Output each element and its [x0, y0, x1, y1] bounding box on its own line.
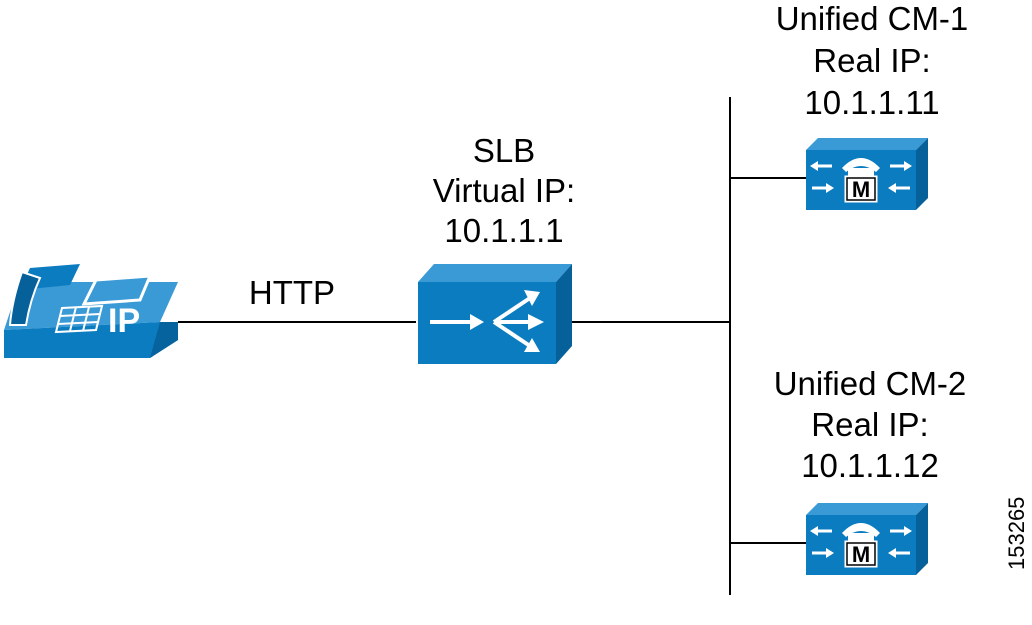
slb-name-label: SLB	[473, 132, 535, 169]
cm1-ip-address: 10.1.1.11	[804, 84, 939, 121]
slb-vip-address: 10.1.1.1	[444, 212, 563, 249]
slb-vip-caption: Virtual IP:	[433, 172, 575, 209]
call-manager-icon-2: M	[806, 503, 928, 575]
cm2-name-label: Unified CM-2	[774, 365, 967, 402]
load-balancer-icon	[418, 264, 572, 364]
cm2-ip-caption: Real IP:	[811, 406, 928, 443]
phone-badge: IP	[108, 302, 140, 340]
cm1-ip-caption: Real IP:	[813, 42, 930, 79]
link-label-http: HTTP	[249, 274, 335, 311]
ip-phone-icon: IP	[4, 264, 178, 358]
cm1-name-label: Unified CM-1	[776, 0, 969, 37]
figure-number: 153265	[1004, 497, 1029, 570]
connections	[178, 97, 806, 595]
call-manager-icon-1: M	[806, 138, 928, 210]
cm1-badge: M	[852, 177, 870, 202]
cm2-badge: M	[852, 542, 870, 567]
cm2-ip-address: 10.1.1.12	[801, 447, 939, 484]
